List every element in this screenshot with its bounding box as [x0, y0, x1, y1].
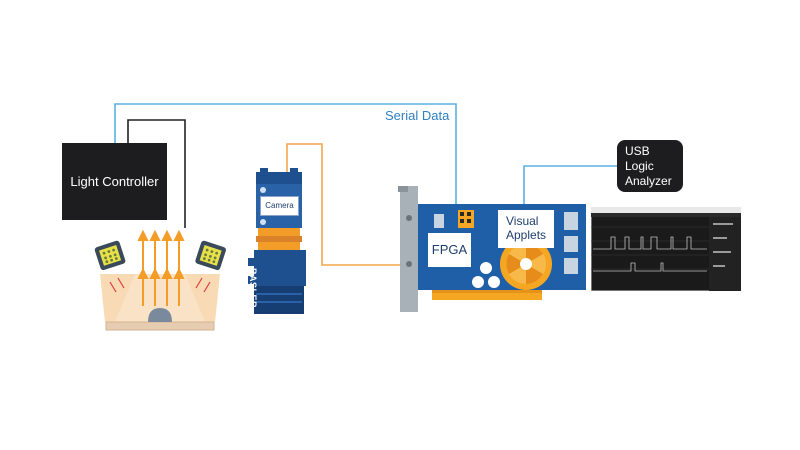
light-controller-label: Light Controller: [70, 174, 159, 189]
light-fixture-icon: [94, 229, 226, 331]
visual-applets-line2: Applets: [506, 228, 547, 242]
usb-logic-analyzer-box: USB Logic Analyzer: [617, 140, 683, 192]
usb-label-line1: USB: [625, 144, 650, 158]
oscilloscope-screen-icon: [591, 207, 741, 291]
visual-applets-line1: Visual: [506, 214, 539, 228]
basler-brand-label: BASLER: [248, 268, 258, 309]
usb-label-line2: Logic: [625, 159, 654, 173]
serial-data-label: Serial Data: [385, 108, 450, 123]
light-control-wire: [127, 119, 186, 228]
camera-fpga-wire: [286, 143, 410, 266]
fpga-board-icon: [398, 186, 586, 312]
usb-analyzer-wire: [523, 165, 617, 210]
camera-label: Camera: [260, 196, 299, 216]
serial-data-wire: [114, 103, 457, 212]
usb-label-line3: Analyzer: [625, 174, 672, 188]
light-controller-box: Light Controller: [62, 143, 167, 220]
fpga-label-box: FPGA: [428, 233, 471, 267]
visual-applets-box: Visual Applets: [498, 210, 554, 248]
fpga-label: FPGA: [431, 242, 468, 257]
